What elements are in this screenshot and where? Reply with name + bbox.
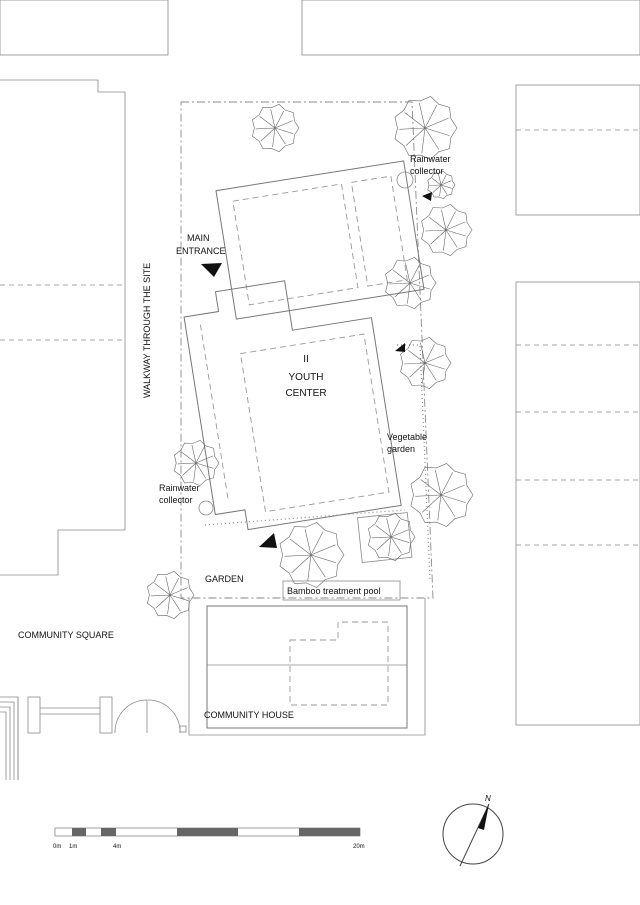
community-house — [206, 605, 408, 729]
rainwater-sw-label-2: collector — [159, 495, 193, 505]
vegetable-garden-label: Vegetable — [387, 432, 427, 442]
tree-canopy-icon — [252, 104, 300, 152]
scale-bar: 0m 1m 4m 20m — [53, 827, 365, 850]
scale-tick-4: 4m — [113, 844, 121, 850]
youth-center-label-2: CENTER — [285, 388, 326, 399]
trees — [147, 96, 474, 619]
tree-canopy-icon — [368, 513, 416, 561]
bamboo-pool-label: Bamboo treatment pool — [287, 586, 381, 596]
entrance-triangle-icon — [259, 533, 277, 548]
youth-center-upper — [215, 160, 425, 320]
tree-canopy-icon — [147, 571, 195, 619]
community-gate — [0, 696, 187, 780]
walkway-path — [204, 509, 406, 526]
tree-canopy-icon — [279, 522, 345, 588]
site-boundary — [180, 101, 434, 599]
north-arrow-icon: N — [442, 794, 504, 867]
rainwater-sw-label: Rainwater — [159, 483, 200, 493]
tree-canopy-icon — [174, 439, 220, 487]
youth-center-lower — [183, 280, 402, 531]
main-entrance-label: MAIN — [187, 233, 210, 243]
rainwater-ne-label: Rainwater — [410, 154, 451, 164]
vegetable-bed — [357, 512, 413, 563]
main-entrance-label-2: ENTRANCE — [176, 246, 226, 256]
rainwater-ne-label-2: collector — [410, 166, 444, 176]
building-top-right — [301, 0, 640, 56]
building-right-upper — [515, 84, 640, 216]
youth-center-label: YOUTH — [289, 372, 324, 383]
community-boundary — [188, 598, 426, 736]
rainwater-collector-sw — [198, 500, 214, 516]
entrance-triangle-icon — [201, 263, 222, 277]
north-label: N — [485, 794, 491, 803]
scale-tick-20: 20m — [353, 844, 365, 850]
building-right-lower — [515, 281, 640, 726]
tree-canopy-icon — [427, 170, 456, 200]
youth-center-number: II — [303, 354, 309, 365]
walkway-label: WALKWAY THROUGH THE SITE — [142, 263, 152, 398]
scale-tick-0: 0m — [53, 844, 61, 850]
tree-canopy-icon — [410, 463, 474, 527]
surrounding-buildings — [0, 0, 640, 726]
entrance-triangle-icon — [422, 192, 432, 201]
rainwater-collector-ne — [396, 171, 414, 189]
bamboo-pool-outline — [282, 580, 401, 601]
tree-canopy-icon — [394, 96, 458, 160]
tree-canopy-icon — [421, 204, 473, 256]
entrance-triangle-icon — [395, 343, 405, 352]
garden-label: GARDEN — [205, 574, 244, 584]
tree-canopy-icon — [400, 337, 452, 389]
tree-canopy-icon — [385, 257, 437, 309]
community-house-label: COMMUNITY HOUSE — [204, 710, 294, 720]
vegetable-garden-label-2: garden — [387, 444, 415, 454]
community-square-label: COMMUNITY SQUARE — [18, 630, 114, 640]
building-top-left — [0, 0, 169, 56]
scale-tick-1: 1m — [69, 844, 77, 850]
building-left — [0, 79, 126, 576]
